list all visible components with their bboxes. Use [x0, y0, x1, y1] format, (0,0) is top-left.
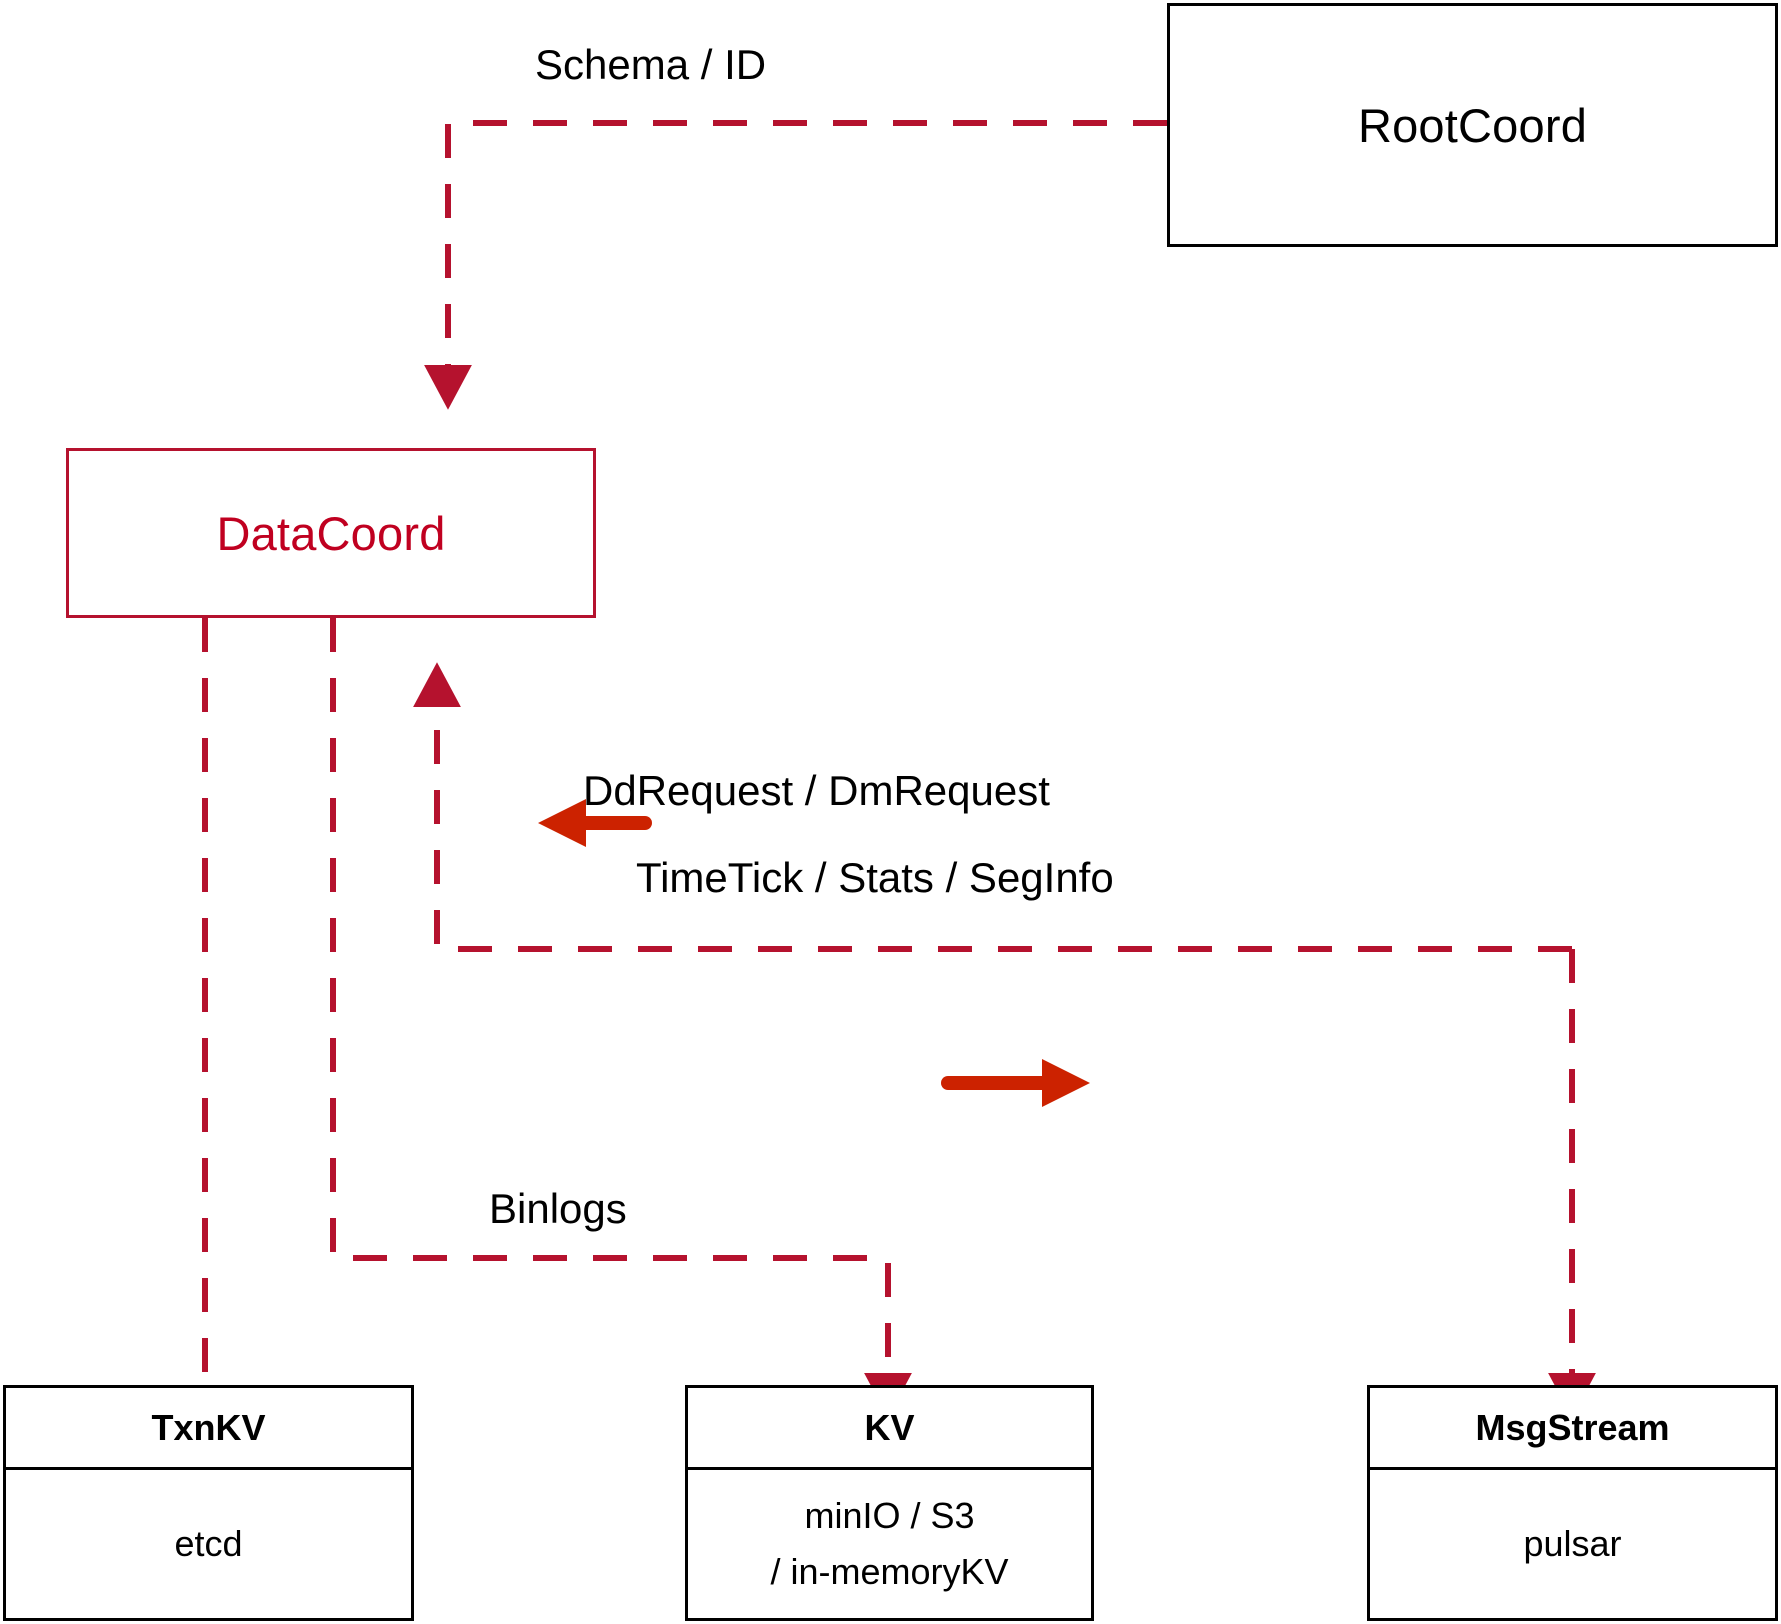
- node-kv-impl-line-0: minIO / S3: [804, 1495, 975, 1537]
- node-txnkv-impl: etcd: [6, 1470, 411, 1618]
- node-msgstream-impl: pulsar: [1370, 1470, 1775, 1618]
- node-rootcoord-label: RootCoord: [1357, 98, 1588, 152]
- edge-label-schema-id: Schema / ID: [535, 41, 767, 88]
- edge-schema-id: [424, 120, 1167, 410]
- node-datacoord-label: DataCoord: [216, 506, 446, 560]
- outgoing-stream-arrow-icon: [941, 1059, 1090, 1107]
- node-msgstream[interactable]: MsgStream pulsar: [1367, 1385, 1778, 1621]
- edge-label-binlogs: Binlogs: [489, 1185, 627, 1232]
- node-txnkv-title: TxnKV: [6, 1388, 411, 1470]
- node-kv-impl-line-1: / in-memoryKV: [770, 1551, 1009, 1592]
- edge-label-timetick-stats-seginfo: TimeTick / Stats / SegInfo: [636, 854, 1114, 901]
- node-kv[interactable]: KV minIO / S3 / in-memoryKV: [685, 1385, 1094, 1621]
- edge-dd-dm-request-line: [413, 662, 1572, 952]
- node-msgstream-impl-line-0: pulsar: [1523, 1523, 1622, 1565]
- node-msgstream-title: MsgStream: [1370, 1388, 1775, 1470]
- node-txnkv[interactable]: TxnKV etcd: [3, 1385, 414, 1621]
- edge-binlogs: [330, 618, 912, 1418]
- edge-label-dd-dm-request: DdRequest / DmRequest: [583, 767, 1050, 814]
- node-datacoord[interactable]: DataCoord: [66, 448, 596, 618]
- node-txnkv-impl-line-0: etcd: [174, 1523, 243, 1565]
- node-kv-title: KV: [688, 1388, 1091, 1470]
- node-rootcoord[interactable]: RootCoord: [1167, 3, 1778, 247]
- node-kv-impl: minIO / S3 / in-memoryKV: [688, 1470, 1091, 1618]
